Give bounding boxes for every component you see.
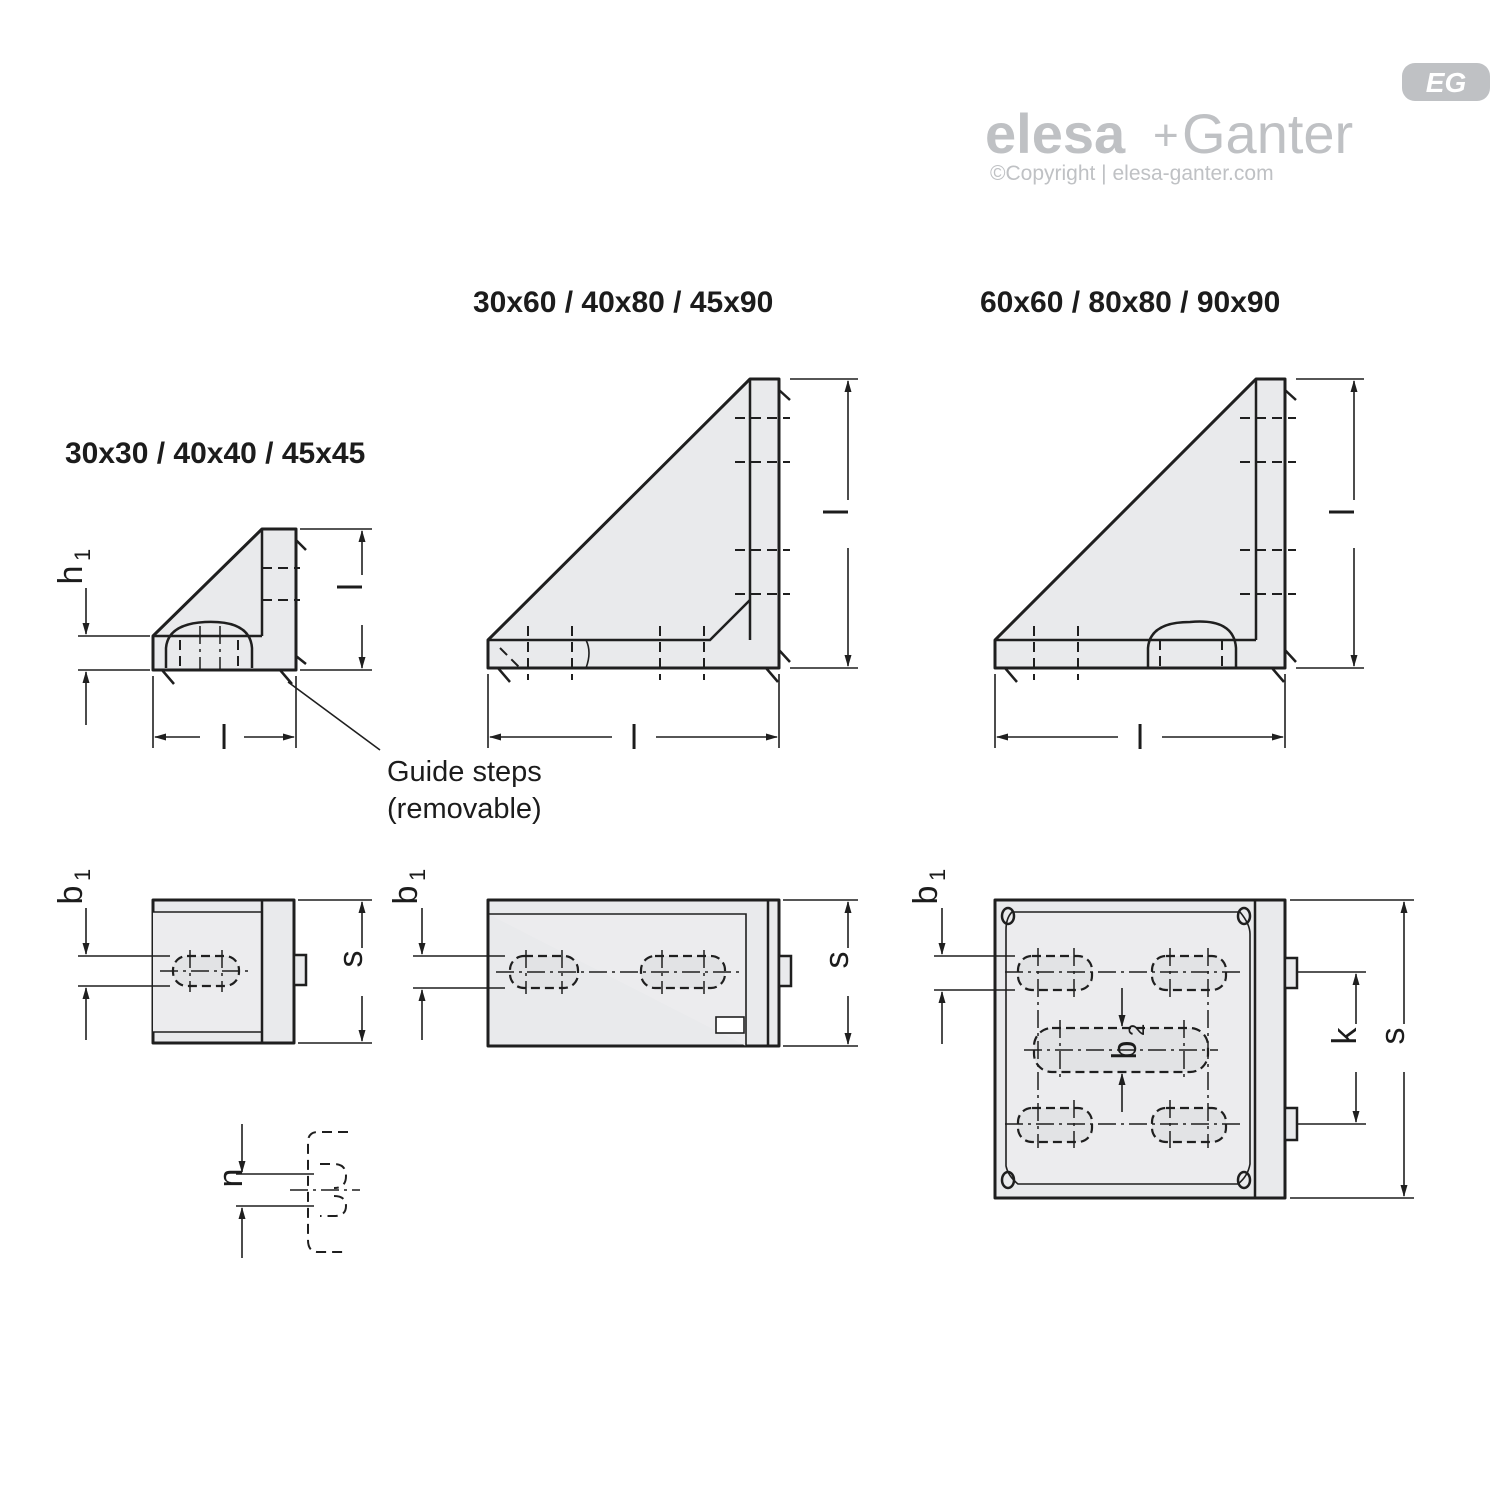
- dim-b2-subscript: 2: [1124, 1024, 1149, 1036]
- dim-b1-small-subscript: 1: [70, 869, 95, 881]
- logo-badge: [1402, 63, 1490, 101]
- small-bracket-top-view: [151, 898, 308, 1045]
- logo-name-left: elesa: [985, 102, 1126, 165]
- callout-line-1: Guide steps: [387, 756, 542, 788]
- dim-s-small: s: [332, 951, 370, 968]
- medium-bracket-top-view: [486, 898, 793, 1048]
- dim-h1-label: h: [52, 566, 90, 585]
- small-bracket-side-view: [151, 527, 307, 685]
- brand-logo: EG elesa + Ganter ©Copyright | elesa-gan…: [985, 63, 1490, 185]
- dim-b1-small-label: b: [52, 886, 90, 905]
- logo-badge-text: EG: [1426, 67, 1466, 98]
- dim-s-large: s: [1374, 1028, 1412, 1045]
- title-large-sizes: 60x60 / 80x80 / 90x90: [980, 286, 1280, 319]
- callout-leader-line: [287, 681, 381, 751]
- dim-l-medium-horizontal: l: [630, 719, 638, 757]
- dim-b1-large-label: b: [907, 886, 945, 905]
- dim-l-small-horizontal: l: [220, 719, 228, 757]
- dim-h1-subscript: 1: [70, 549, 95, 561]
- medium-dimensions: l l: [487, 378, 858, 757]
- large-top-dimensions: b 1 b 2 k s: [907, 869, 1414, 1199]
- title-small-sizes: 30x30 / 40x40 / 45x45: [65, 437, 365, 470]
- small-top-dimensions: b 1 s: [52, 869, 372, 1044]
- dim-s-medium: s: [818, 952, 856, 969]
- dim-k: k: [1326, 1027, 1364, 1045]
- dim-b2-label: b: [1106, 1041, 1144, 1060]
- large-bracket-side-view: [993, 377, 1297, 683]
- dim-l-medium-vertical: l: [818, 508, 856, 516]
- dim-b1-medium-subscript: 1: [405, 869, 430, 881]
- dim-l-small-vertical: l: [332, 583, 370, 591]
- dim-b1-medium-label: b: [387, 886, 425, 905]
- dim-b1-large-subscript: 1: [925, 869, 950, 881]
- title-medium-sizes: 30x60 / 40x80 / 45x90: [473, 286, 773, 319]
- logo-name-right: Ganter: [1182, 102, 1353, 165]
- dim-n: n: [212, 1169, 250, 1188]
- medium-top-dimensions: b 1 s: [387, 869, 858, 1047]
- dim-l-large-vertical: l: [1324, 508, 1362, 516]
- medium-bracket-side-view: [486, 377, 791, 683]
- large-dimensions: l l: [994, 378, 1364, 757]
- dim-l-large-horizontal: l: [1136, 719, 1144, 757]
- guide-step-detail: n: [212, 1124, 360, 1258]
- callout-line-2: (removable): [387, 793, 542, 825]
- logo-copyright: ©Copyright | elesa-ganter.com: [990, 162, 1274, 185]
- large-bracket-top-view: [993, 898, 1299, 1200]
- logo-plus: +: [1153, 111, 1179, 160]
